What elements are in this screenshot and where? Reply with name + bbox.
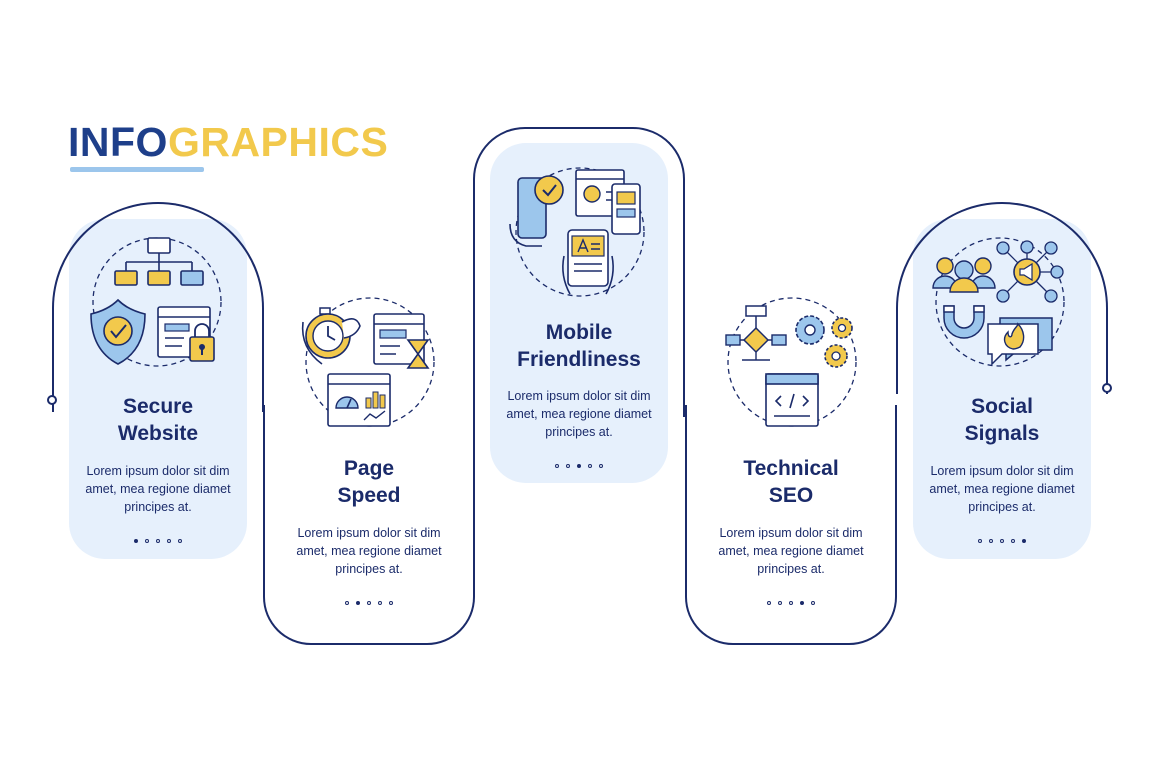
step-5-desc-line-1: Lorem ipsum dolor sit dim [930, 464, 1074, 478]
step-2-title: Page Speed [274, 455, 464, 509]
step-3-desc-line-1: Lorem ipsum dolor sit dim [507, 389, 651, 403]
step-4-pagination-dots [751, 601, 831, 605]
step-1-desc-line-3: principes at. [124, 500, 192, 514]
step-5-desc-line-2: amet, mea regione diamet [929, 482, 1075, 496]
step-4-description: Lorem ipsum dolor sit dim amet, mea regi… [696, 524, 886, 578]
technical-seo-icon [725, 297, 857, 427]
step-5-title-line-2: Signals [964, 422, 1040, 445]
step-3-dot-1 [555, 464, 559, 468]
step-3-title-line-1: Mobile [545, 321, 613, 344]
step-4-title-line-1: Technical [743, 457, 839, 480]
step-5-dot-2 [989, 539, 993, 543]
step-4-dot-2 [778, 601, 782, 605]
right-endpoint [1102, 383, 1112, 393]
step-2-description: Lorem ipsum dolor sit dim amet, mea regi… [274, 524, 464, 578]
step-4-outline [685, 405, 897, 645]
infographic-title: INFOGRAPHICS [68, 118, 388, 166]
social-signals-icon [932, 237, 1065, 367]
step-3-pagination-dots [539, 464, 619, 468]
step-3-desc-line-3: principes at. [545, 425, 613, 439]
step-5-dot-1 [978, 539, 982, 543]
step-1-dot-5 [178, 539, 182, 543]
left-endpoint [47, 395, 57, 405]
step-2-dot-1 [345, 601, 349, 605]
secure-website-icon [90, 237, 222, 367]
step-3-dot-3 [577, 464, 581, 468]
mobile-friendliness-icon [509, 167, 645, 297]
step-5-title-line-1: Social [971, 395, 1033, 418]
step-5-dot-5 [1022, 539, 1026, 543]
step-1-title-line-2: Website [117, 422, 199, 445]
title-underline [70, 167, 204, 172]
step-2-pagination-dots [329, 601, 409, 605]
step-2-dot-2 [356, 601, 360, 605]
step-2-outline [263, 405, 475, 645]
step-2-title-line-1: Page [343, 457, 395, 480]
step-5-outline [896, 202, 1108, 394]
step-5-dot-4 [1011, 539, 1015, 543]
step-1-dot-4 [167, 539, 171, 543]
step-1-description: Lorem ipsum dolor sit dim amet, mea regi… [63, 462, 253, 516]
step-1-desc-line-1: Lorem ipsum dolor sit dim [86, 464, 230, 478]
step-2-dot-3 [367, 601, 371, 605]
step-2-desc-line-1: Lorem ipsum dolor sit dim [297, 526, 441, 540]
step-4-title: Technical SEO [696, 455, 886, 509]
step-4-dot-5 [811, 601, 815, 605]
step-2-desc-line-2: amet, mea regione diamet [296, 544, 442, 558]
step-5-dot-3 [1000, 539, 1004, 543]
step-4-dot-1 [767, 601, 771, 605]
step-3-title-line-2: Friendliness [517, 348, 641, 371]
step-4-desc-line-1: Lorem ipsum dolor sit dim [719, 526, 863, 540]
step-4-desc-line-3: principes at. [757, 562, 825, 576]
step-5-title: Social Signals [907, 393, 1097, 447]
step-4-dot-4 [800, 601, 804, 605]
step-3-dot-4 [588, 464, 592, 468]
step-2-dot-5 [389, 601, 393, 605]
step-5-desc-line-3: principes at. [968, 500, 1036, 514]
step-5-pagination-dots [962, 539, 1042, 543]
step-2-title-line-2: Speed [337, 484, 401, 507]
step-3-desc-line-2: amet, mea regione diamet [506, 407, 652, 421]
step-2-dot-4 [378, 601, 382, 605]
step-3-dot-2 [566, 464, 570, 468]
step-4-title-line-2: SEO [768, 484, 814, 507]
step-4-desc-line-2: amet, mea regione diamet [718, 544, 864, 558]
step-3-description: Lorem ipsum dolor sit dim amet, mea regi… [484, 387, 674, 441]
step-1-dot-2 [145, 539, 149, 543]
step-1-pagination-dots [118, 539, 198, 543]
step-3-title: Mobile Friendliness [484, 319, 674, 373]
title-part-2: GRAPHICS [167, 119, 389, 165]
step-1-dot-1 [134, 539, 138, 543]
step-1-outline [52, 202, 264, 412]
step-3-outline [473, 127, 685, 417]
step-1-title-line-1: Secure [122, 395, 194, 418]
step-1-desc-line-2: amet, mea regione diamet [85, 482, 231, 496]
step-4-dot-3 [789, 601, 793, 605]
step-2-desc-line-3: principes at. [335, 562, 403, 576]
step-5-description: Lorem ipsum dolor sit dim amet, mea regi… [907, 462, 1097, 516]
step-1-title: Secure Website [63, 393, 253, 447]
step-3-dot-5 [599, 464, 603, 468]
step-1-dot-3 [156, 539, 160, 543]
page-speed-icon [301, 297, 435, 427]
title-part-1: INFO [68, 119, 168, 165]
